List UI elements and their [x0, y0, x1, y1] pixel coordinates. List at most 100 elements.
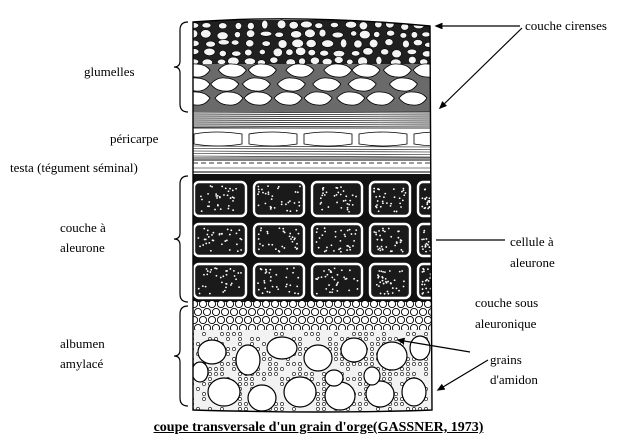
aleurone-grain	[433, 239, 435, 241]
glumelle-cell	[374, 31, 380, 37]
aleurone-grain	[227, 194, 229, 196]
aleurone-grain	[438, 190, 440, 192]
brace-glumelles	[174, 22, 188, 112]
aleurone-grain	[316, 228, 318, 230]
small-starch-grain	[226, 362, 229, 365]
aleurone-grain	[401, 191, 403, 193]
aleurone-grain	[257, 193, 259, 195]
aleurone-grain	[321, 234, 323, 236]
small-starch-grain	[280, 377, 283, 380]
glumelle-cell	[381, 49, 389, 55]
small-starch-grain	[268, 372, 271, 375]
small-starch-grain	[214, 367, 217, 370]
glumelle-cell	[275, 32, 284, 37]
arrow-cirenses-top-head	[436, 23, 442, 28]
aleurone-grain	[272, 286, 274, 288]
aleurone-grain	[382, 230, 384, 232]
glumelle-cell	[306, 39, 316, 47]
glumelle-cell	[206, 41, 216, 47]
aleurone-grain	[390, 250, 392, 252]
aleurone-grain	[320, 197, 322, 199]
small-starch-grain	[244, 407, 247, 410]
aleurone-grain	[237, 250, 239, 252]
aleurone-grain	[340, 207, 342, 209]
small-starch-grain	[244, 377, 247, 380]
glumelle-cell	[387, 30, 395, 36]
aleurone-grain	[438, 241, 440, 243]
aleurone-grain	[376, 239, 378, 241]
aleurone-grain	[297, 191, 299, 193]
aleurone-grain	[287, 202, 289, 204]
aleurone-grain	[326, 274, 328, 276]
aleurone-grain	[384, 231, 386, 233]
aleurone-grain	[438, 202, 440, 204]
aleurone-grain	[337, 274, 339, 276]
label-albumen-line1: albumen	[60, 336, 105, 352]
small-starch-grain	[292, 407, 295, 410]
aleurone-grain	[422, 288, 424, 290]
small-starch-grain	[220, 367, 223, 370]
aleurone-grain	[229, 188, 231, 190]
glumelle-cell	[204, 48, 215, 55]
aleurone-grain	[324, 227, 326, 229]
sub-aleurone-cell	[347, 308, 354, 315]
aleurone-grain	[424, 207, 426, 209]
small-starch-grain	[250, 382, 253, 385]
aleurone-grain	[379, 281, 381, 283]
section-body	[182, 18, 462, 414]
aleurone-grain	[434, 274, 436, 276]
sub-aleurone-cell	[316, 300, 323, 307]
small-starch-grain	[232, 362, 235, 365]
aleurone-grain	[214, 209, 216, 211]
small-starch-grain	[424, 372, 427, 375]
aleurone-grain	[328, 284, 330, 286]
aleurone-grain	[298, 205, 300, 207]
aleurone-grain	[316, 241, 318, 243]
aleurone-grain	[434, 289, 436, 291]
aleurone-grain	[434, 203, 436, 205]
aleurone-grain	[423, 230, 425, 232]
small-starch-grain	[226, 337, 229, 340]
testa-band	[190, 160, 432, 172]
small-starch-grain	[256, 372, 259, 375]
aleurone-grain	[422, 292, 424, 294]
aleurone-grain	[335, 231, 337, 233]
small-starch-grain	[376, 342, 379, 345]
sub-aleurone-cell	[203, 308, 210, 315]
aleurone-grain	[396, 211, 398, 213]
small-starch-grain	[274, 367, 277, 370]
sub-aleurone-cell	[397, 316, 404, 323]
sub-aleurone-cell	[383, 308, 390, 315]
aleurone-grain	[422, 197, 424, 199]
small-starch-grain	[316, 392, 319, 395]
small-starch-grain	[388, 377, 391, 380]
aleurone-grain	[390, 205, 392, 207]
small-starch-grain	[370, 342, 373, 345]
aleurone-grain	[390, 236, 392, 238]
aleurone-grain	[427, 268, 429, 270]
sub-aleurone-cell	[199, 316, 206, 323]
aleurone-grain	[224, 240, 226, 242]
label-albumen-line2: amylacé	[60, 356, 103, 372]
brace-couche-aleurone	[174, 176, 188, 302]
aleurone-grain	[215, 193, 217, 195]
glumelle-cell	[385, 39, 393, 46]
aleurone-grain	[378, 210, 380, 212]
glumelle-cell	[363, 48, 373, 55]
sub-aleurone-cell	[253, 300, 260, 307]
aleurone-grain	[424, 284, 426, 286]
aleurone-cell	[194, 264, 246, 298]
aleurone-grain	[331, 244, 333, 246]
aleurone-grain	[231, 283, 233, 285]
glumelle-cell	[219, 23, 227, 29]
small-starch-grain	[226, 332, 229, 335]
aleurone-grain	[421, 239, 423, 241]
aleurone-grain	[326, 191, 328, 193]
aleurone-grain	[201, 199, 203, 201]
aleurone-grain	[241, 239, 243, 241]
aleurone-grain	[268, 191, 270, 193]
aleurone-grain	[428, 241, 430, 243]
aleurone-grain	[217, 195, 219, 197]
small-starch-grain	[226, 347, 229, 350]
aleurone-grain	[257, 282, 259, 284]
